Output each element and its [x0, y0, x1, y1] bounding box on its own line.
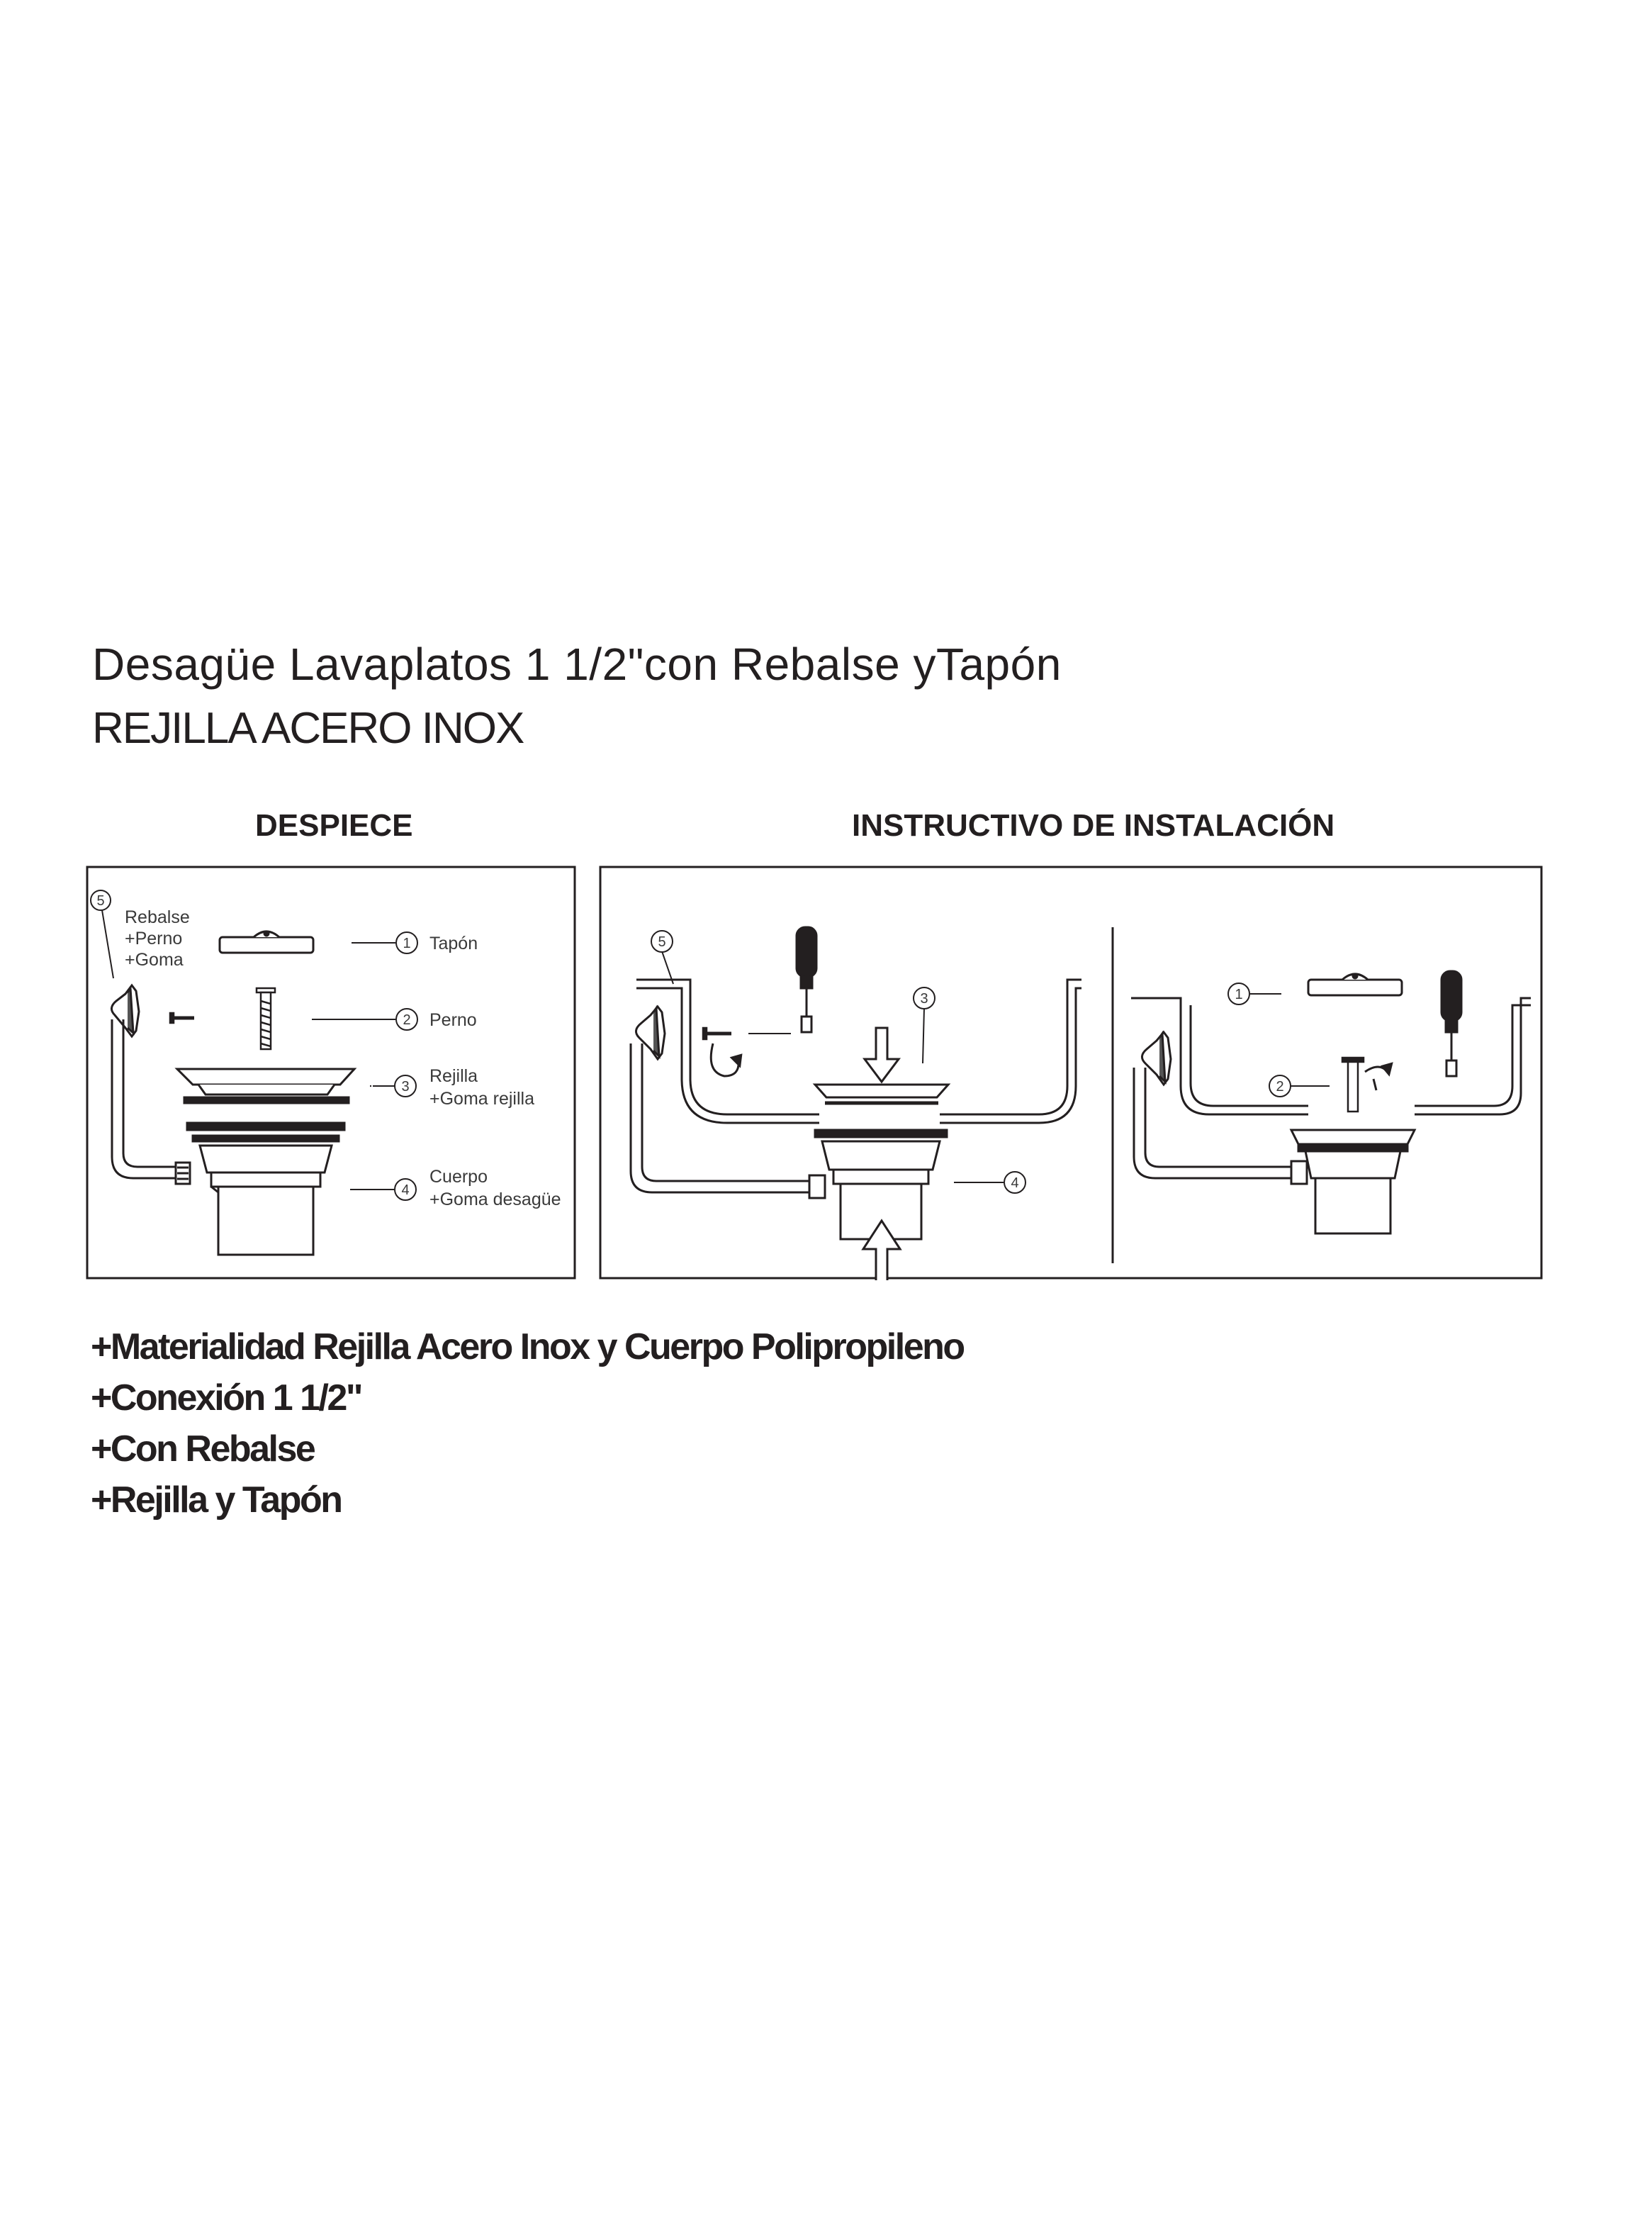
step1-sink — [636, 978, 1081, 1124]
label-rebalse-perno: +Perno — [125, 929, 182, 948]
step1-strainer — [812, 1026, 951, 1105]
drain-body-part — [186, 1121, 346, 1256]
callout-2: 2 — [395, 1008, 418, 1031]
exploded-view-diagram: 1 2 3 4 5 Tapón Perno Rejilla +Goma reji… — [86, 866, 576, 1280]
overflow-part — [111, 983, 191, 1185]
step2-leaders — [1250, 993, 1330, 1087]
callout-leaders — [101, 910, 395, 1190]
step1-overflow — [629, 1004, 826, 1199]
stopper-part — [218, 930, 315, 954]
feature-materialidad: +Materialidad Rejilla Acero Inox y Cuerp… — [91, 1326, 965, 1367]
label-rejilla: Rejilla — [429, 1066, 478, 1086]
label-perno: Perno — [429, 1010, 477, 1030]
svg-text:5: 5 — [96, 893, 104, 909]
installation-diagram: 5 3 4 1 — [599, 866, 1543, 1280]
step2-screwdriver — [1440, 970, 1463, 1078]
instructivo-heading: INSTRUCTIVO DE INSTALACIÓN — [852, 808, 1335, 843]
step2-stopper — [1307, 973, 1403, 997]
label-goma-desague: +Goma desagüe — [429, 1190, 561, 1209]
callout-4: 4 — [394, 1178, 417, 1201]
svg-text:2: 2 — [1276, 1079, 1283, 1095]
page-subtitle: REJILLA ACERO INOX — [92, 704, 524, 753]
install-callout-4: 4 — [1004, 1171, 1026, 1194]
label-tapon: Tapón — [429, 934, 478, 953]
svg-text:3: 3 — [920, 991, 928, 1007]
label-cuerpo: Cuerpo — [429, 1167, 488, 1187]
page-title: Desagüe Lavaplatos 1 1/2"con Rebalse yTa… — [92, 639, 1062, 690]
svg-text:2: 2 — [403, 1012, 410, 1028]
label-goma-rejilla: +Goma rejilla — [429, 1089, 534, 1109]
install-callout-1: 1 — [1227, 983, 1250, 1005]
step2-bolt — [1341, 1056, 1393, 1113]
step1-leaders — [661, 951, 1004, 1183]
step2-sink — [1131, 997, 1531, 1116]
install-callout-5: 5 — [651, 930, 673, 953]
label-rebalse: Rebalse — [125, 907, 190, 927]
step1-drain-body — [814, 1129, 948, 1280]
callout-3: 3 — [394, 1075, 417, 1097]
svg-text:5: 5 — [658, 934, 665, 950]
svg-text:4: 4 — [1011, 1175, 1018, 1191]
callout-1: 1 — [395, 931, 418, 954]
step1-screwdriver — [795, 926, 818, 1034]
callout-5: 5 — [90, 890, 111, 911]
installation-frame — [599, 866, 1543, 1280]
svg-text:1: 1 — [403, 936, 410, 951]
bolt-part — [255, 987, 276, 1051]
install-callout-2: 2 — [1269, 1075, 1291, 1097]
label-rebalse-goma: +Goma — [125, 950, 184, 970]
overflow-bolt — [169, 1012, 194, 1024]
strainer-part — [174, 1068, 357, 1104]
step1-bolt — [702, 1026, 743, 1078]
svg-text:1: 1 — [1235, 987, 1242, 1002]
despiece-heading: DESPIECE — [255, 808, 413, 843]
feature-rebalse: +Con Rebalse — [91, 1428, 316, 1470]
feature-rejilla-tapon: +Rejilla y Tapón — [91, 1479, 343, 1521]
install-callout-3: 3 — [913, 987, 935, 1009]
svg-text:4: 4 — [401, 1182, 409, 1198]
step2-drain-body — [1289, 1129, 1417, 1235]
feature-conexion: +Conexión 1 1/2" — [91, 1377, 364, 1418]
svg-text:3: 3 — [401, 1079, 409, 1095]
step2-overflow — [1133, 1030, 1308, 1185]
exploded-view-frame — [86, 866, 576, 1280]
